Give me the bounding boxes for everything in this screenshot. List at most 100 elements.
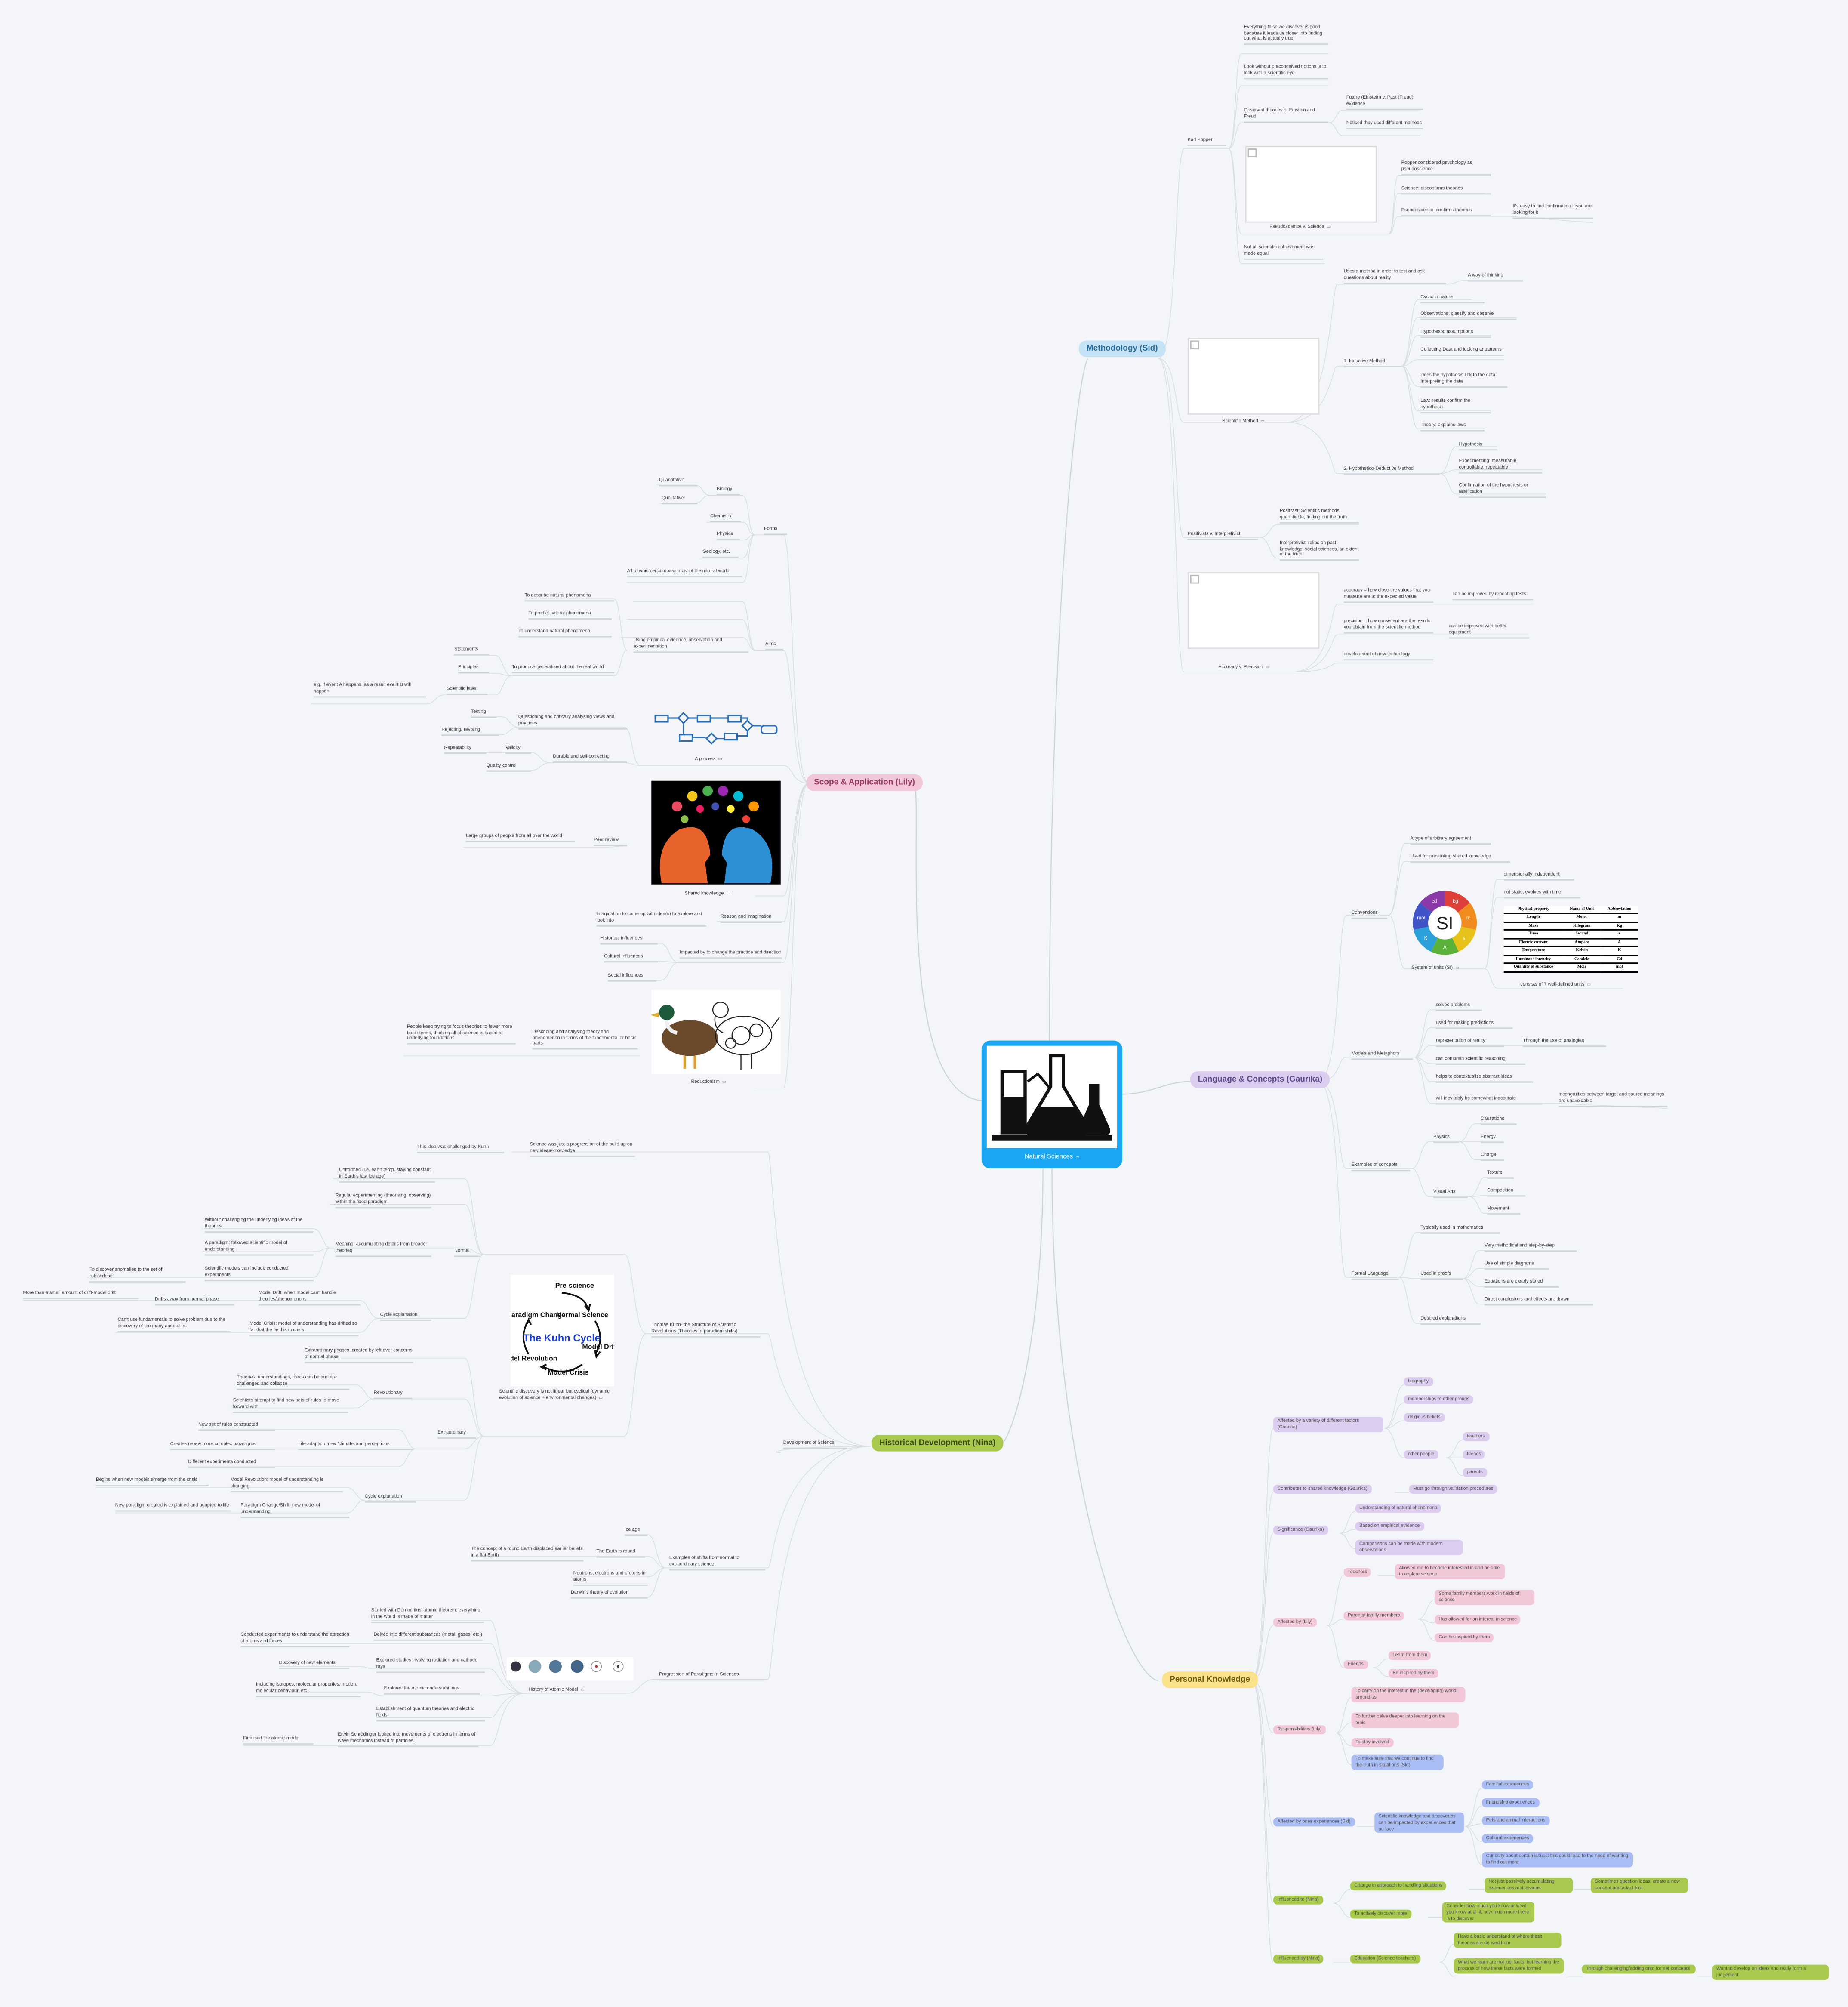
node[interactable]: Not all scientific achievement was made … bbox=[1244, 244, 1324, 259]
node[interactable]: Contributes to shared knowledge (Gaurika… bbox=[1273, 1485, 1372, 1494]
node[interactable]: Begins when new models emerge from the c… bbox=[96, 1477, 209, 1486]
node[interactable]: will inevitably be somewhat inaccurate bbox=[1435, 1096, 1542, 1105]
node[interactable]: Affected by ones experiences (Sid) bbox=[1273, 1817, 1356, 1827]
node[interactable]: Creates new & more complex paradigms bbox=[170, 1441, 275, 1450]
node[interactable]: To stay involved bbox=[1351, 1738, 1393, 1748]
node[interactable]: Life adapts to new 'climate' and percept… bbox=[298, 1441, 413, 1450]
node[interactable]: Use of simple diagrams bbox=[1485, 1261, 1549, 1270]
node[interactable]: Causations bbox=[1481, 1116, 1517, 1125]
node[interactable]: precision = how consistent are the resul… bbox=[1343, 618, 1433, 633]
node[interactable]: Uniformed (i.e. earth temp. staying cons… bbox=[339, 1167, 435, 1182]
node[interactable]: Conducted experiments to understand the … bbox=[240, 1632, 350, 1647]
node[interactable]: Friends bbox=[1343, 1660, 1368, 1670]
node[interactable]: Uses a method in order to test and ask q… bbox=[1343, 269, 1446, 284]
node[interactable]: To understand natural phenomena bbox=[518, 629, 612, 638]
node[interactable]: 1. Inductive Method bbox=[1343, 358, 1401, 367]
node[interactable]: Popper considered psychology as pseudosc… bbox=[1401, 160, 1491, 175]
node[interactable]: Drifts away from normal phase bbox=[154, 1297, 234, 1306]
si-caption[interactable]: System of units (SI)▭ bbox=[1411, 965, 1459, 970]
node[interactable]: Confirmation of the hypothesis or falsif… bbox=[1459, 483, 1546, 497]
node[interactable]: Impacted by to change the practice and d… bbox=[679, 950, 782, 959]
node[interactable]: Delved into different substances (metal,… bbox=[373, 1632, 483, 1641]
node[interactable]: Explored the atomic understandings bbox=[384, 1686, 480, 1695]
node[interactable]: Must go through validation procedures bbox=[1409, 1485, 1498, 1494]
node[interactable]: Direct conclusions and effects are drawn bbox=[1485, 1297, 1593, 1306]
node[interactable]: To make sure that we continue to find th… bbox=[1351, 1754, 1444, 1770]
node[interactable]: Influenced by (Nina) bbox=[1273, 1954, 1324, 1964]
node[interactable]: Future (Einstein) v. Past (Freud) eviden… bbox=[1346, 95, 1423, 110]
node[interactable]: New set of rules constructed bbox=[198, 1422, 275, 1431]
node[interactable]: religious beliefs bbox=[1404, 1413, 1445, 1422]
node[interactable]: Observed theories of Einstein and Freud bbox=[1244, 108, 1329, 123]
node[interactable]: Hypothesis: assumptions bbox=[1420, 329, 1491, 338]
node[interactable]: solves problems bbox=[1435, 1002, 1482, 1011]
node[interactable]: Visual Arts bbox=[1433, 1189, 1468, 1198]
node[interactable]: Pseudoscience: confirms theories bbox=[1401, 207, 1491, 216]
node[interactable]: Finalised the atomic model bbox=[243, 1736, 314, 1745]
node[interactable]: Does the hypothesis link to the data: In… bbox=[1420, 373, 1508, 388]
node[interactable]: Discovery of new elements bbox=[279, 1660, 350, 1669]
node[interactable]: Without challenging the underlying ideas… bbox=[205, 1217, 314, 1232]
node[interactable]: Reason and imagination bbox=[720, 914, 782, 923]
node[interactable]: Cyclic in nature bbox=[1420, 294, 1485, 303]
shared-caption[interactable]: Shared knowledge▭ bbox=[685, 891, 730, 896]
node[interactable]: memberships to other groups bbox=[1404, 1395, 1474, 1405]
node[interactable]: Affected by (Lily) bbox=[1273, 1618, 1317, 1627]
branch-history[interactable]: Historical Development (Nina) bbox=[871, 1434, 1004, 1452]
node[interactable]: Neutrons, electrons and protons in atoms bbox=[573, 1570, 648, 1585]
node[interactable]: Charge bbox=[1481, 1152, 1504, 1161]
node[interactable]: A way of thinking bbox=[1468, 273, 1523, 282]
node[interactable]: Scientific knowledge and discoveries can… bbox=[1374, 1812, 1465, 1834]
node[interactable]: A type of arbitrary agreement bbox=[1410, 836, 1491, 845]
node[interactable]: Cultural influences bbox=[604, 953, 658, 962]
node[interactable]: Examples of concepts bbox=[1351, 1162, 1411, 1171]
branch-language[interactable]: Language & Concepts (Gaurika) bbox=[1190, 1071, 1330, 1088]
node[interactable]: Ice age bbox=[624, 1527, 648, 1536]
node[interactable]: Scientists attempt to find new sets of r… bbox=[233, 1398, 348, 1413]
node[interactable]: Including isotopes, molecular properties… bbox=[256, 1682, 361, 1697]
node[interactable]: Biology bbox=[717, 487, 740, 496]
node[interactable]: Familial experiences bbox=[1482, 1780, 1534, 1790]
node[interactable]: Repeatability bbox=[444, 745, 487, 754]
node[interactable]: Very methodical and step-by-step bbox=[1485, 1243, 1577, 1252]
node[interactable]: Quality control bbox=[486, 763, 531, 772]
node[interactable]: Not just passively accumulating experien… bbox=[1485, 1878, 1574, 1893]
node[interactable]: Rejecting/ revising bbox=[441, 727, 499, 736]
node[interactable]: Detailed explanations bbox=[1420, 1316, 1481, 1325]
node[interactable]: More than a small amount of drift-model … bbox=[23, 1290, 139, 1299]
node[interactable]: incongruities between target and source … bbox=[1558, 1092, 1668, 1107]
node[interactable]: Paradigm Change/Shift: new model of unde… bbox=[240, 1503, 350, 1518]
node[interactable]: Affected by a variety of different facto… bbox=[1273, 1417, 1384, 1432]
node[interactable]: Started with Democritus' atomic theorem:… bbox=[371, 1608, 484, 1622]
node[interactable]: To predict natural phenomena bbox=[528, 610, 612, 620]
node[interactable]: Allowed me to become interested in and b… bbox=[1395, 1564, 1506, 1579]
node[interactable]: Learn from them bbox=[1388, 1651, 1432, 1661]
node[interactable]: representation of reality bbox=[1435, 1038, 1504, 1047]
node[interactable]: other people bbox=[1404, 1450, 1438, 1460]
node[interactable]: Hypothesis bbox=[1459, 441, 1497, 450]
node[interactable]: Scientific laws bbox=[447, 686, 488, 695]
branch-scope[interactable]: Scope & Application (Lily) bbox=[806, 774, 923, 791]
node[interactable]: development of new technology bbox=[1343, 651, 1433, 660]
node[interactable]: Normal bbox=[454, 1248, 480, 1257]
node[interactable]: Meaning: accumulating details from broad… bbox=[335, 1242, 431, 1257]
node[interactable]: A paradigm: followed scientific model of… bbox=[205, 1240, 314, 1255]
node[interactable]: All of which encompass most of the natur… bbox=[627, 568, 742, 577]
pseudo-caption[interactable]: Pseudoscience v. Science▭ bbox=[1269, 224, 1331, 229]
node[interactable]: Law: results confirm the hypothesis bbox=[1420, 398, 1491, 413]
node[interactable]: Regular experimenting (theorising, obser… bbox=[335, 1193, 431, 1208]
node[interactable]: Models and Metaphors bbox=[1351, 1051, 1413, 1060]
branch-methodology[interactable]: Methodology (Sid) bbox=[1078, 340, 1166, 358]
node[interactable]: Cycle explanation bbox=[364, 1494, 416, 1503]
node[interactable]: Movement bbox=[1487, 1205, 1521, 1215]
node[interactable]: Composition bbox=[1487, 1188, 1526, 1197]
node[interactable]: Scientific models can include conducted … bbox=[205, 1266, 314, 1281]
node[interactable]: Chemistry bbox=[710, 513, 741, 522]
node[interactable]: Large groups of people from all over the… bbox=[465, 833, 575, 842]
node[interactable]: Thomas Kuhn- the Structure of Scientific… bbox=[651, 1322, 761, 1337]
node[interactable]: Model Revolution: model of understanding… bbox=[230, 1477, 343, 1492]
node[interactable]: Used for presenting shared knowledge bbox=[1410, 854, 1510, 863]
node[interactable]: People keep trying to focus theories to … bbox=[407, 1024, 516, 1045]
node[interactable]: Conventions bbox=[1351, 910, 1387, 919]
node[interactable]: Formal Language bbox=[1351, 1271, 1399, 1280]
